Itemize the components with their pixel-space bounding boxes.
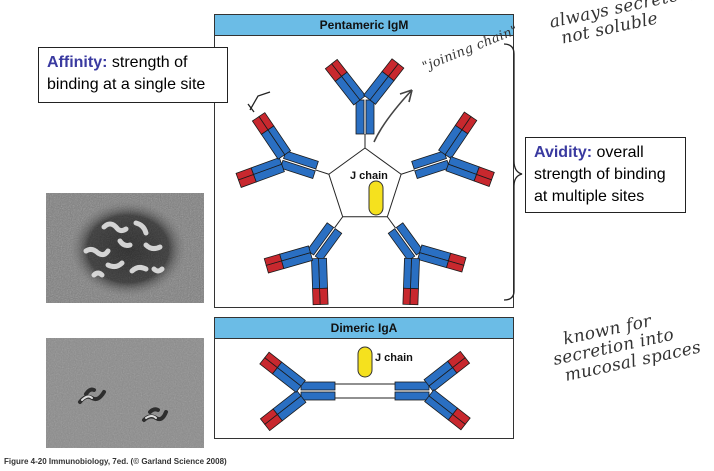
pentamer-micrograph-image [46,193,204,303]
fab-arm-left [417,244,467,273]
pentamer-title: Pentameric IgM [215,15,513,36]
fab-arm-left [438,111,478,160]
affinity-site-tick [247,91,271,113]
fc-heavy-chain-left [300,391,336,401]
fab-light-variable [461,115,478,135]
fc-heavy-chain-right [394,391,430,401]
fab-light-variable [387,63,405,82]
dimer-j-chain-shape [357,346,373,378]
avidity-bracket [503,43,523,301]
affinity-line2: binding at a single site [47,76,206,93]
pentamer-spoke [386,216,396,229]
fab-arm-right [402,257,420,306]
dimer-diagram: J chain [259,346,471,432]
fab-light-variable [258,112,275,131]
fab-light-variable [312,288,321,306]
fab-arm-right [363,58,405,105]
pentamer-micrograph [46,193,204,303]
dimer-micrograph [46,338,204,448]
fc-heavy-chain-right [300,381,336,391]
dimer-title: Dimeric IgA [215,318,513,339]
dimer-panel: Dimeric IgA J chain [214,317,514,439]
pentamer-disulfide-ring-edge [328,174,344,217]
joining-chain-arrow [373,89,413,143]
note-secreted: always secreted, not soluble [548,0,701,49]
fab-heavy-variable [319,287,329,305]
fab-light-variable [447,413,466,431]
pentamer-disulfide-ring-edge [364,147,402,175]
fc-heavy-chain-left [394,381,430,391]
antibody-monomer-5 [235,112,319,188]
fab-light-variable [263,253,283,266]
fab-arm-right [445,156,495,188]
avidity-line2: strength of binding [534,166,666,183]
j-chain-shape [368,180,384,216]
affinity-callout: Affinity: strength of binding at a singl… [38,47,228,103]
antibody-monomer-4 [263,222,343,306]
note-mucosal: known for secretion into mucosal spaces [542,303,702,388]
fab-light-constant [311,258,320,290]
antibody-monomer-2 [411,111,495,188]
fab-light-variable [446,260,465,273]
dimer-j-chain-label: J chain [375,352,413,364]
fab-arm-left [311,257,329,306]
fab-arm-left [235,157,285,188]
fab-heavy-constant [318,257,328,289]
fab-light-variable [331,58,348,77]
antibody-monomer-1 [324,58,405,135]
pentamer-disulfide-ring-edge [328,147,366,175]
dimer-micrograph-image [46,338,204,448]
fab-arm-right [251,112,292,160]
avidity-term: Avidity: [534,144,593,161]
fab-light-constant [403,257,412,289]
pentamer-spoke [315,169,330,175]
avidity-callout: Avidity: overall strength of binding at … [525,137,686,213]
fab-heavy-variable [409,288,419,306]
fab-arm-left [259,389,307,432]
fab-light-variable [452,357,471,374]
affinity-line1: strength of [111,54,188,71]
pentamer-panel: Pentameric IgM J chain [214,14,514,308]
pentamer-j-chain-label: J chain [350,170,388,182]
antibody-monomer-3 [387,222,467,306]
avidity-line1: overall [596,144,644,161]
fab-arm-right [259,351,306,393]
pentamer-spoke [334,216,344,229]
antibody-monomer-1 [259,351,336,432]
fab-light-variable [473,173,493,188]
fab-arm-left [324,58,367,106]
avidity-line3: at multiple sites [534,188,645,205]
fab-arm-left [423,350,471,393]
fab-light-variable [402,287,411,305]
fab-light-variable [235,167,254,181]
pentamer-spoke [400,169,415,175]
pentamer-diagram: J chain [235,58,495,306]
affinity-term: Affinity: [47,54,108,71]
fab-light-variable [259,408,278,425]
antibody-monomer-2 [394,350,471,431]
fab-arm-right [424,389,471,431]
fab-light-variable [264,351,283,369]
fab-heavy-constant [410,258,420,290]
pentamer-disulfide-ring-edge [386,174,402,217]
fab-arm-right [263,245,314,274]
figure-caption: Figure 4-20 Immunobiology, 7ed. (© Garla… [4,457,227,466]
